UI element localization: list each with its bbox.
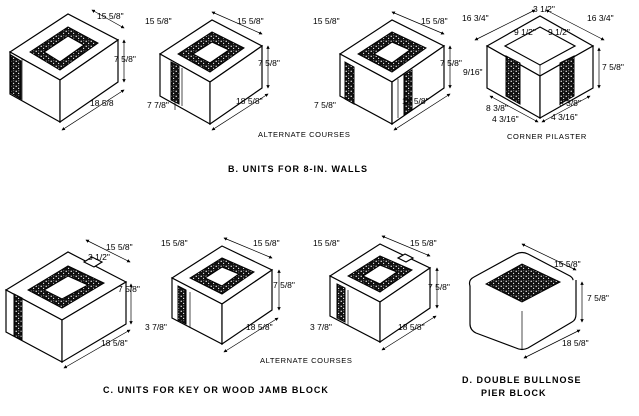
d1-dim-height: 7 5/8" xyxy=(587,293,609,303)
c3-dim-width: 18 5/8" xyxy=(398,322,425,332)
title-d-units-line2: PIER BLOCK xyxy=(481,388,547,398)
c3-dim-length-left: 15 5/8" xyxy=(313,238,340,248)
unit-c1: 15 5/8" 3 1/2" 7 5/8" 18 5/8" xyxy=(4,239,140,369)
c1-dim-width: 18 5/8" xyxy=(101,338,128,348)
pilaster-dim-top: 3 1/2" xyxy=(533,4,555,14)
pilaster-dim-bottom-left: 8 3/8" xyxy=(486,103,508,113)
unit-corner-pilaster: 16 3/4" 3 1/2" 16 3/4" 9 1/2" 9 1/2" 9/1… xyxy=(462,4,624,124)
c3-dim-height: 7 5/8" xyxy=(428,282,450,292)
pilaster-dim-bottom-right: 8 3/8" xyxy=(559,98,581,108)
b1-dim-height: 7 5/8" xyxy=(114,54,136,64)
unit-c3: 15 5/8" 15 5/8" 7 5/8" 3 7/8" 18 5/8" xyxy=(310,235,450,351)
pilaster-dim-inner-left: 9 1/2" xyxy=(514,27,536,37)
pilaster-dim-inner-right: 9 1/2" xyxy=(548,27,570,37)
pilaster-dim-right: 16 3/4" xyxy=(587,13,614,23)
d1-dim-length: 15 5/8" xyxy=(554,259,581,269)
pilaster-dim-height: 7 5/8" xyxy=(602,62,624,72)
b1-dim-length: 15 5/8" xyxy=(97,11,124,21)
b2-dim-width: 18 5/8" xyxy=(236,96,263,106)
c1-dim-key: 3 1/2" xyxy=(88,252,110,262)
caption-alternate-courses-top: ALTERNATE COURSES xyxy=(258,130,350,139)
pilaster-dim-offset: 9/16" xyxy=(463,67,483,77)
unit-c2: 15 5/8" 15 5/8" 7 5/8" 3 7/8" 18 5/8" xyxy=(145,237,295,353)
c2-dim-length: 15 5/8" xyxy=(253,238,280,248)
c2-dim-length-left: 15 5/8" xyxy=(161,238,188,248)
pilaster-dim-left: 16 3/4" xyxy=(462,13,489,23)
caption-corner-pilaster: CORNER PILASTER xyxy=(507,132,587,141)
b3-dim-half: 7 5/8" xyxy=(314,100,336,110)
c2-dim-width: 18 5/8" xyxy=(246,322,273,332)
title-d-units-line1: D. DOUBLE BULLNOSE xyxy=(462,375,582,385)
c3-dim-length: 15 5/8" xyxy=(410,238,437,248)
b3-dim-length: 15 5/8" xyxy=(421,16,448,26)
d1-dim-width: 18 5/8" xyxy=(562,338,589,348)
unit-b3: 15 5/8" 15 5/8" 7 5/8" 7 5/8" 18 5/8" xyxy=(313,11,462,131)
b2-dim-height: 7 5/8" xyxy=(258,58,280,68)
b2-dim-half: 7 7/8" xyxy=(147,100,169,110)
title-c-units: C. UNITS FOR KEY OR WOOD JAMB BLOCK xyxy=(103,385,329,395)
b2-dim-length-left: 15 5/8" xyxy=(145,16,172,26)
unit-b1: 15 5/8" 7 5/8" 18 5/8 xyxy=(8,9,136,131)
unit-b2: 15 5/8" 15 5/8" 7 5/8" 7 7/8" 18 5/8" xyxy=(145,11,280,131)
c2-dim-key: 3 7/8" xyxy=(145,322,167,332)
b2-dim-length: 15 5/8" xyxy=(237,16,264,26)
c3-dim-key: 3 7/8" xyxy=(310,322,332,332)
c2-dim-height: 7 5/8" xyxy=(273,280,295,290)
b1-dim-width: 18 5/8 xyxy=(90,98,114,108)
pilaster-dim-half-left: 4 3/16" xyxy=(492,114,519,124)
caption-alternate-courses-bottom: ALTERNATE COURSES xyxy=(260,356,352,365)
unit-d1: 15 5/8" 7 5/8" 18 5/8" xyxy=(468,243,609,359)
b3-dim-height: 7 5/8" xyxy=(440,58,462,68)
b3-dim-width: 18 5/8" xyxy=(402,96,429,106)
title-b-units: B. UNITS FOR 8-IN. WALLS xyxy=(228,164,368,174)
c1-dim-height: 7 5/8" xyxy=(118,284,140,294)
pilaster-dim-half-right: 4 3/16" xyxy=(551,112,578,122)
b3-dim-length-left: 15 5/8" xyxy=(313,16,340,26)
c1-dim-length: 15 5/8" xyxy=(106,242,133,252)
